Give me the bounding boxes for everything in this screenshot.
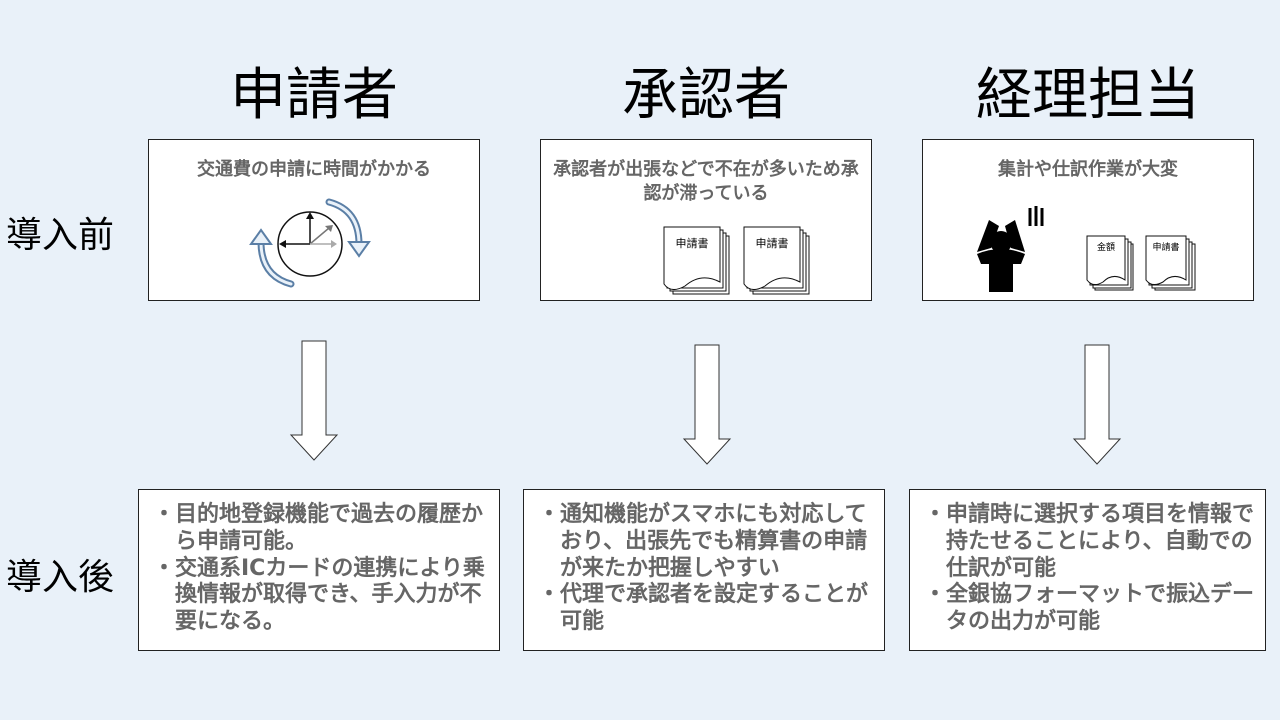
before-text-applicant: 交通費の申請に時間がかかる [197,159,431,180]
down-arrow-approver [682,344,732,465]
doc-label: 申請書 [756,236,789,250]
before-box-approver: 承認者が出張などで不在が多いため承認が滞っている 申請書 申請書 [540,139,872,301]
document-stack-icon: 申請書 [1145,235,1196,291]
column-title-approver: 承認者 [622,63,790,128]
bullet: ・ [538,582,561,608]
after-item: ・ 通知機能がスマホにも対応しており、出張先でも精算書の申請が来たか把握しやすい [538,502,874,582]
after-item-text: 交通系ICカードの連携により乗換情報が取得でき、手入力が不要になる。 [175,555,485,635]
clock-cycle-icon [249,198,371,288]
document-stack-icon: 金額 [1086,235,1134,291]
bullet: ・ [924,502,947,527]
doc-label: 金額 [1097,241,1115,253]
after-item: ・ 代理で承認者を設定することが可能 [538,582,874,636]
bullet: ・ [153,502,176,527]
after-item-text: 通知機能がスマホにも対応しており、出張先でも精算書の申請が来たか把握しやすい [560,502,868,581]
before-box-accounting: 集計や仕訳作業が大変 金額 申請書 [922,139,1254,301]
after-item: ・ 目的地登録機能で過去の履歴から申請可能。 [153,502,489,556]
after-item-text: 申請時に選択する項目を情報で持たせることにより、自動での仕訳が可能 [946,502,1255,581]
bullet: ・ [153,555,176,581]
before-box-applicant: 交通費の申請に時間がかかる [148,139,480,301]
after-box-approver: ・ 通知機能がスマホにも対応しており、出張先でも精算書の申請が来たか把握しやすい… [523,489,885,651]
column-title-accounting: 経理担当 [976,63,1200,128]
bullet: ・ [924,582,947,608]
before-text-accounting: 集計や仕訳作業が大変 [998,159,1178,180]
document-stack-icon: 申請書 [663,226,730,295]
down-arrow-applicant [289,340,339,461]
after-item-text: 代理で承認者を設定することが可能 [560,582,869,635]
stressed-person-icon [977,206,1044,292]
down-arrow-accounting [1072,344,1122,465]
after-box-accounting: ・ 申請時に選択する項目を情報で持たせることにより、自動での仕訳が可能 ・ 全銀… [909,489,1266,651]
doc-label: 申請書 [676,236,709,250]
bullet: ・ [538,502,561,527]
doc-label: 申請書 [1152,241,1179,253]
after-item: ・ 交通系ICカードの連携により乗換情報が取得でき、手入力が不要になる。 [153,556,489,636]
row-label-after: 導入後 [6,557,115,598]
after-item: ・ 全銀協フォーマットで振込データの出力が可能 [924,582,1255,636]
row-label-before: 導入前 [6,215,115,256]
after-item-text: 全銀協フォーマットで振込データの出力が可能 [946,582,1255,635]
document-stack-icon: 申請書 [743,226,810,295]
before-text-approver: 承認者が出張などで不在が多いため承認が滞っている [553,159,859,205]
after-box-applicant: ・ 目的地登録機能で過去の履歴から申請可能。 ・ 交通系ICカードの連携により乗… [138,489,500,651]
column-title-applicant: 申請者 [230,63,398,128]
after-item: ・ 申請時に選択する項目を情報で持たせることにより、自動での仕訳が可能 [924,502,1255,582]
after-item-text: 目的地登録機能で過去の履歴から申請可能。 [175,502,484,554]
